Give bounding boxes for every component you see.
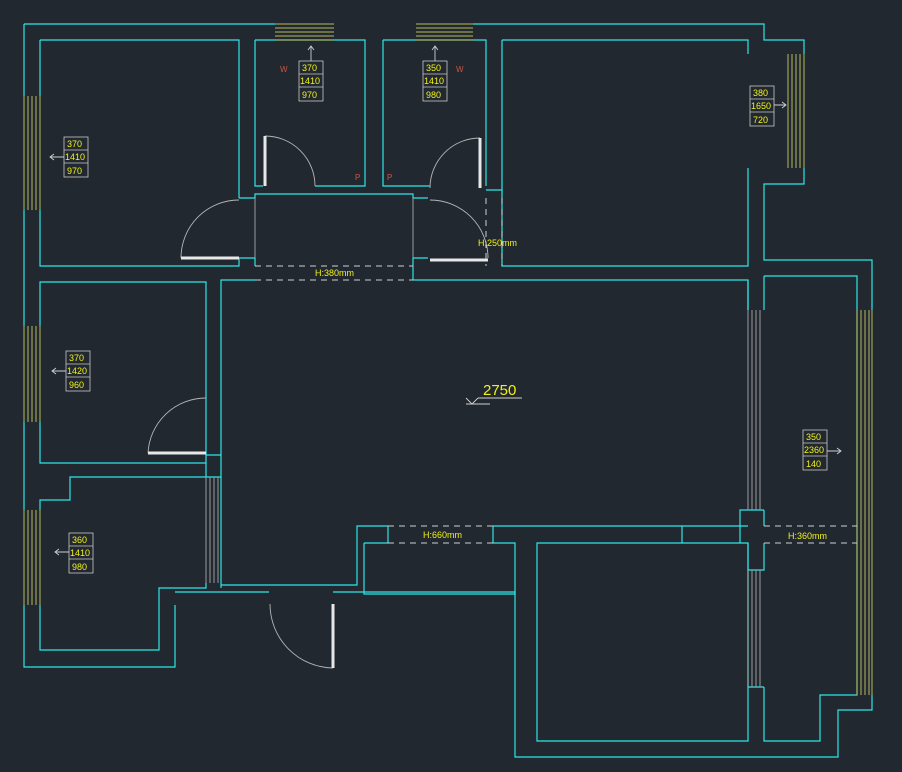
tag-line-3: 970 — [67, 166, 82, 176]
tag-line-3: 140 — [806, 459, 821, 469]
tag-line-1: 370 — [302, 63, 317, 73]
beam-height-dining: H:660mm — [423, 530, 462, 540]
tag-line-3: 980 — [426, 90, 441, 100]
fixture-mark-w-1: W — [280, 65, 288, 74]
window-tag-kitchen-right: 380 1650 720 — [749, 85, 787, 127]
tag-line-1: 360 — [72, 535, 87, 545]
window-tag-balcony-right: 350 2360 140 — [802, 429, 842, 471]
windows — [23, 23, 873, 695]
tag-line-2: 1410 — [70, 548, 90, 558]
window-tag-bedroom-top-left: 370 1410 970 — [49, 136, 89, 178]
tag-line-3: 720 — [753, 115, 768, 125]
tag-line-2: 2360 — [804, 445, 824, 455]
window-tag-bath-2: 350 1410 980 — [422, 45, 448, 102]
tag-line-3: 970 — [302, 90, 317, 100]
window-tag-bedroom-bottom-left: 360 1410 980 — [54, 532, 94, 574]
beam-height-balcony: H:360mm — [788, 531, 827, 541]
beam-lines — [255, 198, 857, 544]
tag-line-2: 1410 — [300, 76, 320, 86]
window-tag-bath-1: 370 1410 970 — [298, 45, 324, 102]
inner-walls — [39, 39, 858, 742]
tag-line-1: 370 — [69, 353, 84, 363]
ceiling-level-marker: 2750 — [465, 382, 522, 405]
tag-line-2: 1410 — [65, 152, 85, 162]
tag-line-2: 1650 — [751, 101, 771, 111]
outer-walls — [23, 23, 873, 758]
tag-line-3: 980 — [72, 562, 87, 572]
sliding-partitions — [205, 198, 761, 687]
tag-line-2: 1410 — [424, 76, 444, 86]
tag-line-3: 960 — [69, 380, 84, 390]
window-tag-bedroom-mid-left: 370 1420 960 — [51, 350, 91, 392]
ceiling-level-value: 2750 — [483, 382, 516, 399]
tag-line-1: 370 — [67, 139, 82, 149]
beam-height-kitchen: H:250mm — [478, 238, 517, 248]
tag-line-1: 380 — [753, 88, 768, 98]
tag-line-2: 1420 — [67, 366, 87, 376]
fixture-mark-w-2: W — [456, 65, 464, 74]
fixture-mark-p-1: P — [355, 173, 360, 182]
tag-line-1: 350 — [426, 63, 441, 73]
doors — [147, 135, 489, 669]
fixture-mark-p-2: P — [387, 173, 392, 182]
beam-height-corridor: H:380mm — [315, 268, 354, 278]
tag-line-1: 350 — [806, 432, 821, 442]
